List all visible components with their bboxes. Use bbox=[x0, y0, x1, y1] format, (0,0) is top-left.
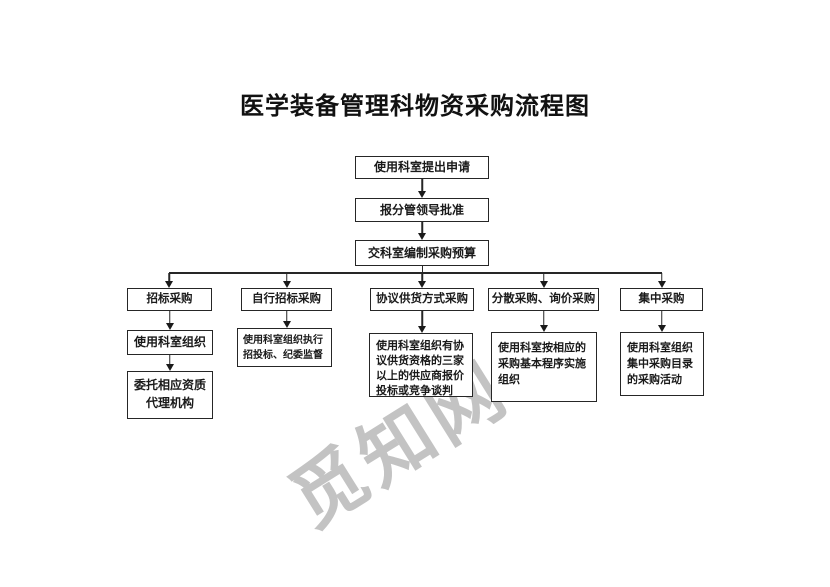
step-box-decentralized-procedure: 使用科室按相应的 采购基本程序实施 组织 bbox=[491, 332, 597, 402]
arrow-line bbox=[421, 311, 423, 328]
arrow-line bbox=[285, 311, 288, 323]
branch-drop-arrow-icon bbox=[657, 273, 667, 288]
arrow-line bbox=[421, 273, 423, 283]
arrow-head-icon bbox=[418, 326, 426, 333]
branch-drop-arrow-icon bbox=[282, 273, 292, 288]
arrow-head-icon bbox=[165, 281, 173, 288]
arrow-head-icon bbox=[282, 281, 291, 288]
branch-box-agreement-supply: 协议供货方式采购 bbox=[370, 288, 474, 311]
flow-box-approve: 报分管领导批准 bbox=[355, 198, 489, 222]
arrow-head-icon bbox=[282, 321, 291, 328]
arrow-head-icon bbox=[657, 281, 666, 288]
arrow-line bbox=[285, 273, 288, 283]
branch-box-self-bidding: 自行招标采购 bbox=[241, 288, 332, 311]
arrow-line bbox=[168, 355, 171, 366]
branch-drop-arrow-icon bbox=[417, 273, 427, 288]
step-box-bidding-organize: 使用科室组织 bbox=[127, 330, 213, 355]
branch-drop-arrow-icon bbox=[539, 273, 549, 288]
arrow-head-icon bbox=[418, 233, 426, 240]
arrow-head-icon bbox=[539, 281, 548, 288]
arrow-head-icon bbox=[418, 191, 426, 198]
arrow-down-icon bbox=[657, 311, 667, 332]
step-box-agreement-suppliers: 使用科室组织有协 议供货资格的三家 以上的供应商报价 投标或竞争谈判 bbox=[369, 333, 473, 397]
branch-box-decentralized-inquiry: 分散采购、询价采购 bbox=[488, 288, 599, 311]
page-title: 医学装备管理科物资采购流程图 bbox=[240, 94, 590, 120]
arrow-down-icon bbox=[165, 355, 175, 371]
step-box-centralized-catalog: 使用科室组织 集中采购目录 的采购活动 bbox=[620, 332, 704, 396]
flow-box-budget: 交科室编制采购预算 bbox=[355, 240, 489, 266]
step-box-self-bidding-execute: 使用科室组织执行 招投标、纪委监督 bbox=[237, 328, 332, 367]
flow-box-apply: 使用科室提出申请 bbox=[355, 156, 489, 179]
arrow-head-icon bbox=[657, 325, 666, 332]
arrow-line bbox=[660, 311, 663, 327]
arrow-head-icon bbox=[165, 364, 174, 371]
arrow-line bbox=[168, 311, 171, 325]
arrow-head-icon bbox=[539, 325, 548, 332]
step-box-entrust-agency: 委托相应资质 代理机构 bbox=[127, 371, 213, 419]
arrow-line bbox=[542, 311, 545, 327]
arrow-down-icon bbox=[165, 311, 175, 330]
arrow-line bbox=[421, 222, 423, 235]
arrow-down-icon bbox=[417, 311, 427, 333]
arrow-head-icon bbox=[165, 323, 174, 330]
arrow-down-icon bbox=[539, 311, 549, 332]
arrow-line bbox=[168, 273, 170, 283]
connector-horizontal-line bbox=[169, 272, 662, 274]
arrow-head-icon bbox=[418, 281, 426, 288]
branch-drop-arrow-icon bbox=[164, 273, 174, 288]
branch-box-centralized: 集中采购 bbox=[620, 288, 703, 311]
connector-stub bbox=[421, 266, 423, 273]
arrow-line bbox=[660, 273, 663, 283]
arrow-down-icon bbox=[417, 222, 427, 240]
branch-box-bidding: 招标采购 bbox=[127, 288, 212, 311]
arrow-line bbox=[421, 179, 423, 193]
arrow-down-icon bbox=[282, 311, 292, 328]
arrow-down-icon bbox=[417, 179, 427, 198]
arrow-line bbox=[542, 273, 545, 283]
